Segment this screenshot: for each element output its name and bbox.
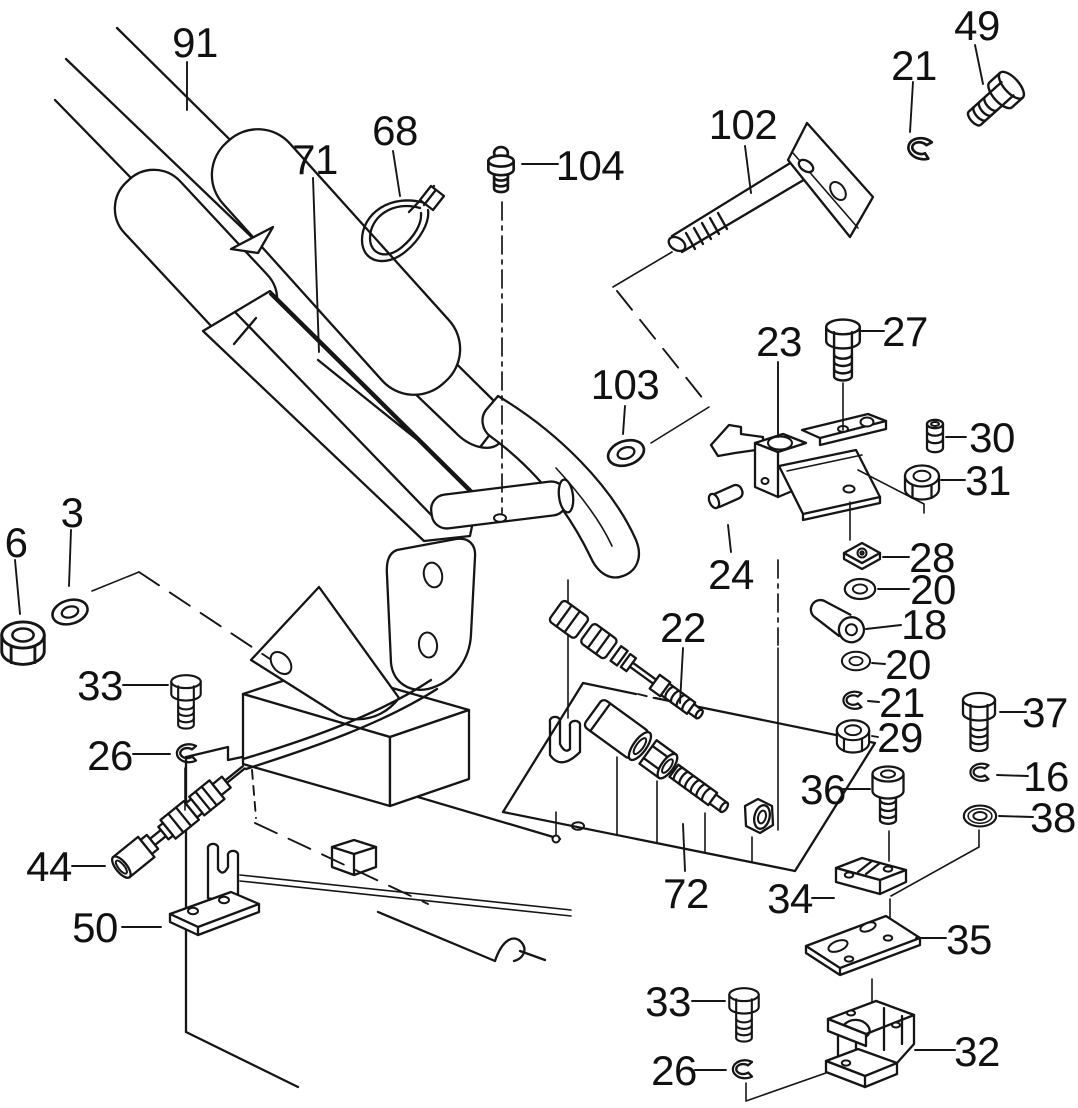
part-33-bolt-bottom [728,987,760,1043]
part-34-clamp [834,856,908,896]
part-29-nut [835,719,871,754]
part-38-washer [962,804,998,828]
fork-tab [548,715,582,764]
mount-bracket [241,585,471,808]
grease-hole [493,513,507,523]
callout-27: 27 [882,308,928,355]
part-21-ring-top [905,134,934,162]
callout-32: 32 [954,1028,1000,1075]
part-31-nut [903,464,941,501]
callout-91: 91 [172,19,218,66]
callout-6: 6 [5,519,28,566]
callout-26-left: 26 [87,732,133,779]
callout-20-a: 20 [910,566,956,613]
part-24-pin [707,483,744,510]
bracket-hole [269,650,293,676]
callout-28: 28 [909,534,955,581]
part-26-ring-bottom [731,1059,754,1080]
part-20-washer-a [843,577,877,601]
callout-37: 37 [1022,689,1068,736]
callout-72: 72 [663,870,709,917]
part-49-bolt [959,66,1030,135]
callout-35: 35 [946,916,992,963]
callout-30: 30 [969,414,1015,461]
callouts: 91 68 71 104 102 21 49 27 23 103 30 31 2… [5,2,1077,1094]
part-35-plate [804,914,922,977]
callout-26-bottom: 26 [651,1047,697,1094]
callout-104: 104 [556,142,625,189]
callout-23: 23 [756,318,802,365]
callout-21-mid: 21 [879,679,925,726]
callout-18: 18 [901,601,947,648]
callout-3: 3 [61,489,84,536]
callout-44: 44 [26,843,72,890]
callout-21-top: 21 [891,42,937,89]
part-20-washer-b [840,650,872,672]
callout-49: 49 [954,2,1000,49]
part-33-bolt-left [170,674,202,730]
plate-hole-small [551,834,561,844]
part-36-socket-bolt [871,765,905,825]
callout-102: 102 [709,101,778,148]
leader-lines [14,44,1034,1071]
part-18-link [804,592,870,649]
part-44-cable-end [111,764,246,879]
arm-detail-arrow [229,225,275,255]
callout-68: 68 [372,107,418,154]
part-72-hardware [583,699,730,814]
fold-dash-line [254,822,429,905]
callout-50: 50 [72,904,118,951]
part-102-rod [667,121,875,254]
part-32-bracket [824,999,916,1089]
callout-31: 31 [965,457,1011,504]
callout-33-left: 33 [77,662,123,709]
part-23-assembly [709,412,888,522]
callout-20-b: 20 [885,641,931,688]
part-68-cable-tie [360,184,446,263]
callout-36: 36 [800,766,846,813]
plate-clip [330,838,378,856]
callout-38: 38 [1030,794,1076,841]
part-22-cable-adjuster [548,599,704,720]
part-27-bolt [824,318,862,382]
part-37-bolt [961,691,997,753]
part-6-nut [0,620,46,666]
callout-16: 16 [1023,753,1069,800]
part-30-spacer [925,418,945,454]
callout-24: 24 [708,551,754,598]
clevis-plate [385,537,477,691]
base-plate [184,579,585,1089]
callout-22: 22 [660,604,706,651]
part-103-washer [603,434,649,472]
part-72-group-box [501,681,877,873]
cable-left [241,678,439,771]
part-72-nut [743,797,775,835]
callout-103: 103 [591,361,660,408]
callout-71: 71 [292,136,338,183]
part-28-square-nut [842,541,882,571]
callout-33-bottom: 33 [645,978,691,1025]
part-16-ring [969,762,990,782]
pivot-shaft [430,478,575,530]
callout-29: 29 [877,714,923,761]
part-3-washer [48,594,92,630]
callout-34: 34 [767,875,813,922]
part-104-grease-fitting [487,145,515,194]
part-50-bracket [168,842,261,937]
part-21-ring-mid [842,690,863,710]
